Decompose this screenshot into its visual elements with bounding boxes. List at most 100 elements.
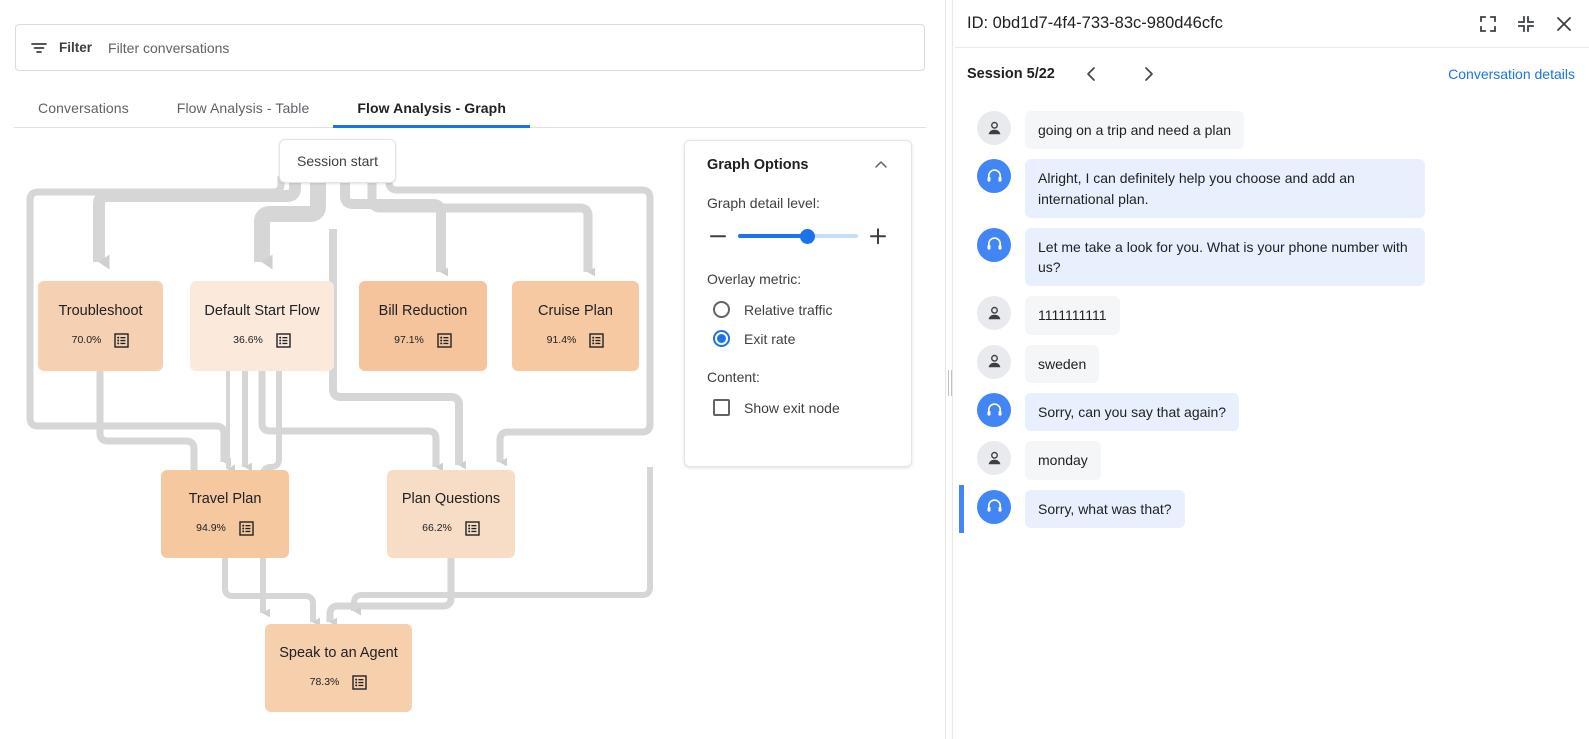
session-counter: Session 5/22: [967, 66, 1055, 82]
message-row: 1111111111: [955, 291, 1589, 339]
chevron-up-icon[interactable]: [873, 157, 889, 173]
message-row: monday: [955, 436, 1589, 484]
graph-node-plan-questions[interactable]: Plan Questions 66.2%: [387, 470, 515, 558]
graph-node-session-start[interactable]: Session start: [279, 139, 396, 183]
message-row-highlighted: Sorry, what was that?: [955, 484, 1589, 534]
checkbox-show-exit-node[interactable]: Show exit node: [707, 399, 889, 416]
agent-avatar: [977, 489, 1011, 524]
message-list: going on a trip and need a plan Alright,…: [955, 100, 1589, 534]
agent-avatar: [977, 393, 1011, 428]
graph-node-troubleshoot[interactable]: Troubleshoot 70.0%: [38, 281, 163, 371]
node-exit-rate: 91.4%: [546, 334, 577, 347]
user-avatar: [977, 441, 1011, 476]
overlay-metric-label: Overlay metric:: [707, 271, 802, 287]
radio-relative-traffic[interactable]: Relative traffic: [707, 301, 889, 318]
detail-level-slider-row[interactable]: [707, 225, 889, 247]
node-exit-rate: 94.9%: [196, 522, 226, 535]
tab-flow-analysis-table[interactable]: Flow Analysis - Table: [176, 99, 310, 116]
list-icon[interactable]: [239, 521, 254, 536]
node-exit-rate: 97.1%: [394, 334, 424, 347]
message-row: Let me take a look for you. What is your…: [955, 223, 1589, 292]
conversation-details-link[interactable]: Conversation details: [1448, 66, 1575, 82]
message-bubble: going on a trip and need a plan: [1025, 111, 1245, 150]
detail-level-label: Graph detail level:: [707, 195, 820, 211]
slider-fill: [738, 234, 808, 238]
node-label: Speak to an Agent: [279, 645, 398, 662]
node-label: Plan Questions: [401, 491, 501, 508]
graph-node-cruise-plan[interactable]: Cruise Plan 91.4%: [512, 281, 639, 371]
expand-icon[interactable]: [1477, 13, 1499, 35]
message-bubble: monday: [1025, 441, 1101, 480]
search-input[interactable]: [108, 39, 910, 56]
conversation-header: ID: 0bd1d7-4f4-733-83c-980d46cfc: [955, 0, 1589, 48]
graph-node-default-start-flow[interactable]: Default Start Flow 36.6%: [190, 281, 334, 371]
plus-icon[interactable]: [867, 225, 889, 247]
node-meta: 78.3%: [310, 675, 368, 690]
filter-label: Filter: [59, 40, 93, 55]
node-meta: 97.1%: [394, 333, 452, 348]
radio-exit-rate[interactable]: Exit rate: [707, 330, 889, 347]
panel-resize-divider[interactable]: [945, 0, 953, 739]
agent-avatar: [977, 159, 1011, 194]
session-navigation: Session 5/22 Conversation details: [955, 48, 1589, 100]
list-icon[interactable]: [352, 675, 368, 690]
list-icon[interactable]: [276, 333, 291, 348]
list-icon[interactable]: [589, 333, 605, 348]
collapse-icon[interactable]: [1515, 13, 1537, 35]
node-meta: 66.2%: [422, 521, 480, 536]
message-bubble: Sorry, can you say that again?: [1025, 393, 1240, 432]
message-row: going on a trip and need a plan: [955, 106, 1589, 154]
conversation-header-actions: [1477, 13, 1575, 35]
detail-level-slider[interactable]: [738, 228, 858, 244]
chevron-left-icon[interactable]: [1081, 63, 1103, 85]
graph-node-travel-plan[interactable]: Travel Plan 94.9%: [161, 470, 289, 558]
radio-label: Exit rate: [744, 330, 796, 347]
node-exit-rate: 78.3%: [309, 676, 340, 689]
message-bubble: sweden: [1025, 344, 1100, 384]
message-row: Alright, I can definitely help you choos…: [955, 154, 1589, 223]
filter-icon: [30, 39, 48, 57]
minus-icon[interactable]: [707, 225, 729, 247]
node-exit-rate: 36.6%: [233, 334, 263, 347]
node-meta: 91.4%: [547, 333, 605, 348]
radio-label: Relative traffic: [744, 301, 833, 318]
conversation-id: ID: 0bd1d7-4f4-733-83c-980d46cfc: [967, 14, 1223, 32]
close-icon[interactable]: [1553, 13, 1575, 35]
graph-node-speak-to-an-agent[interactable]: Speak to an Agent 78.3%: [265, 624, 412, 712]
list-icon[interactable]: [465, 521, 480, 536]
left-pane: Filter Conversations Flow Analysis - Tab…: [0, 24, 945, 739]
chevron-right-icon[interactable]: [1137, 63, 1159, 85]
graph-node-bill-reduction[interactable]: Bill Reduction 97.1%: [359, 281, 487, 371]
user-avatar: [977, 296, 1011, 331]
list-icon[interactable]: [114, 333, 130, 348]
flow-edges: [26, 176, 654, 627]
tab-conversations[interactable]: Conversations: [38, 99, 129, 116]
node-label: Cruise Plan: [538, 303, 613, 320]
conversation-panel: ID: 0bd1d7-4f4-733-83c-980d46cfc Session…: [955, 0, 1589, 739]
slider-thumb[interactable]: [800, 228, 816, 244]
node-exit-rate: 70.0%: [71, 334, 102, 347]
radio-icon[interactable]: [713, 301, 730, 318]
radio-icon-selected[interactable]: [713, 330, 730, 347]
session-start-label: Session start: [297, 153, 378, 169]
drag-handle[interactable]: [947, 370, 953, 396]
node-label: Default Start Flow: [204, 303, 320, 320]
message-row: sweden: [955, 340, 1589, 388]
message-bubble: 1111111111: [1025, 296, 1120, 335]
content-label: Content:: [707, 369, 760, 385]
node-meta: 94.9%: [196, 521, 254, 536]
graph-options-header[interactable]: Graph Options: [707, 157, 889, 173]
tab-flow-analysis-graph[interactable]: Flow Analysis - Graph: [333, 88, 530, 128]
message-bubble: Sorry, what was that?: [1025, 489, 1185, 528]
list-icon[interactable]: [437, 333, 452, 348]
node-meta: 36.6%: [233, 333, 291, 348]
checkbox-icon[interactable]: [713, 399, 730, 416]
node-meta: 70.0%: [72, 333, 130, 348]
message-bubble: Alright, I can definitely help you choos…: [1025, 159, 1425, 218]
checkbox-label: Show exit node: [744, 399, 840, 416]
user-avatar: [977, 344, 1011, 379]
filter-bar[interactable]: Filter: [15, 24, 925, 71]
agent-avatar: [977, 227, 1011, 262]
flow-graph-canvas[interactable]: Session start Troubleshoot 70.0% Default…: [0, 129, 945, 739]
